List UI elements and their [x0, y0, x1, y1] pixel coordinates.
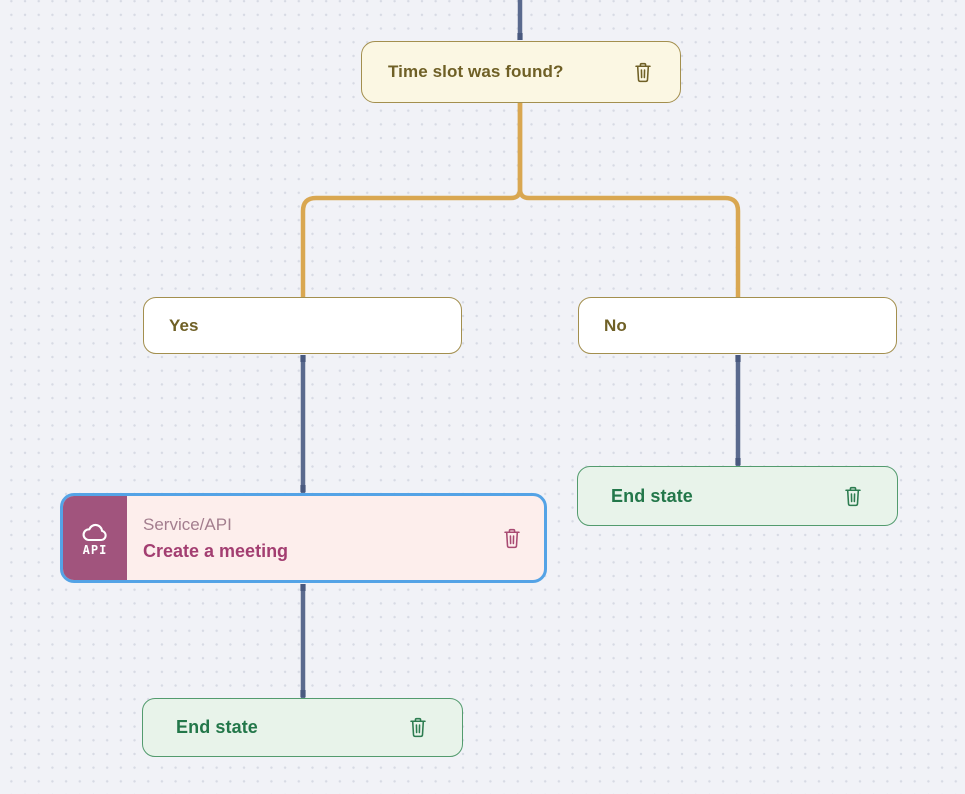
node-end-state-label: End state: [176, 717, 258, 737]
connector-port: [735, 355, 741, 362]
node-branch-no-label: No: [604, 315, 627, 335]
node-branch-no[interactable]: No: [578, 297, 897, 354]
trash-icon[interactable]: [407, 716, 429, 739]
node-end-state-left[interactable]: End state: [142, 698, 463, 757]
connector-branch-yes: [300, 103, 523, 297]
node-branch-yes[interactable]: Yes: [143, 297, 462, 354]
connector-port: [300, 485, 306, 492]
connector-port: [735, 458, 741, 465]
service-node-title: Create a meeting: [143, 540, 289, 561]
api-icon-label: API: [82, 542, 108, 557]
node-question[interactable]: Time slot was found?: [361, 41, 681, 103]
cloud-api-icon: [82, 523, 107, 541]
trash-icon[interactable]: [501, 527, 523, 550]
node-end-state-label: End state: [611, 485, 693, 506]
connector-port: [300, 355, 306, 362]
service-node-type: Service/API: [143, 514, 232, 534]
service-node-icon-section: API: [63, 496, 127, 580]
service-node-body: Service/API Create a meeting: [127, 512, 501, 565]
connector-port: [517, 33, 523, 40]
connector-port: [300, 584, 306, 591]
connector-port: [300, 690, 306, 697]
node-question-label: Time slot was found?: [388, 62, 564, 81]
node-branch-yes-label: Yes: [169, 315, 199, 335]
trash-icon[interactable]: [632, 61, 654, 84]
trash-icon[interactable]: [842, 485, 864, 508]
node-end-state-right[interactable]: End state: [577, 466, 898, 526]
connector-branch-no: [517, 103, 741, 297]
node-service-api[interactable]: API Service/API Create a meeting: [60, 493, 547, 583]
